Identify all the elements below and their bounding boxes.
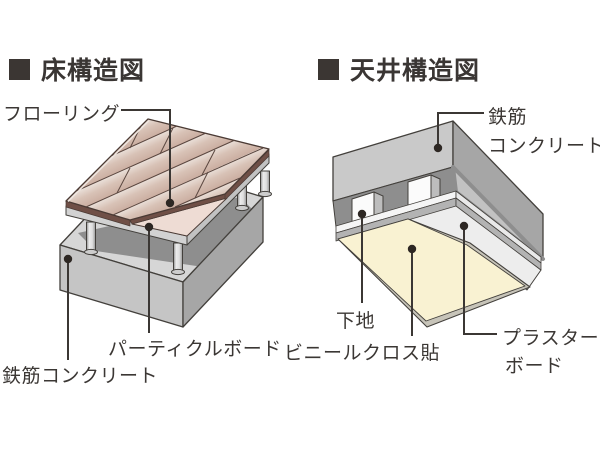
floor-concrete-label: 鉄筋コンクリート: [2, 365, 159, 387]
support-post-base: [84, 248, 98, 256]
support-post-base: [258, 190, 272, 198]
support-post: [260, 170, 270, 195]
flooring-dot: [165, 198, 175, 208]
support-post: [86, 221, 96, 253]
ceiling-diagram-title: 天井構造図: [318, 51, 480, 87]
vinyl-cloth-dot: [407, 244, 417, 254]
plaster-board-edge-right-gray: [455, 197, 542, 271]
plaster-board-dot: [459, 221, 469, 231]
base-label: 下地: [336, 310, 376, 332]
particle-board-dot: [144, 222, 154, 232]
floor-concrete-right-face: [182, 196, 264, 328]
ceiling-concrete-dot: [433, 143, 443, 153]
plaster-board-label-line1: プラスター: [502, 327, 600, 349]
flooring-top-surface: [65, 118, 270, 221]
plaster-board-label-line2: ボード: [505, 355, 564, 377]
title-marker-icon: [9, 58, 30, 80]
leader-lines: [67, 109, 497, 360]
vinyl-cloth-label: ビニールクロス貼: [284, 342, 441, 364]
leader-dots: [63, 143, 469, 264]
support-post-base: [235, 204, 249, 212]
support-post: [173, 242, 183, 273]
floor-concrete-dot: [63, 254, 73, 264]
support-post-base: [171, 268, 185, 276]
title-marker-icon: [318, 58, 339, 80]
particle-board-label: パーティクルボード: [108, 338, 282, 360]
floor-title-text: 床構造図: [41, 56, 146, 85]
floor-structure-diagram: [59, 118, 272, 328]
floor-support-posts: [84, 170, 272, 276]
flooring-top-highlight: [67, 120, 149, 202]
plaster-board-leader-line: [463, 226, 497, 335]
ceiling-title-text: 天井構造図: [350, 56, 481, 85]
flooring-leader-line: [121, 109, 171, 203]
ceiling-concrete-label-line2: コンクリート: [488, 135, 600, 157]
floor-diagram-title: 床構造図: [9, 51, 145, 87]
ceiling-concrete-label-line1: 鉄筋: [488, 106, 528, 128]
ceiling-concrete-leader-line: [437, 112, 484, 148]
base-dot: [357, 209, 367, 219]
flooring-plank-lines: [73, 121, 264, 216]
flooring-label: フローリング: [3, 103, 121, 125]
